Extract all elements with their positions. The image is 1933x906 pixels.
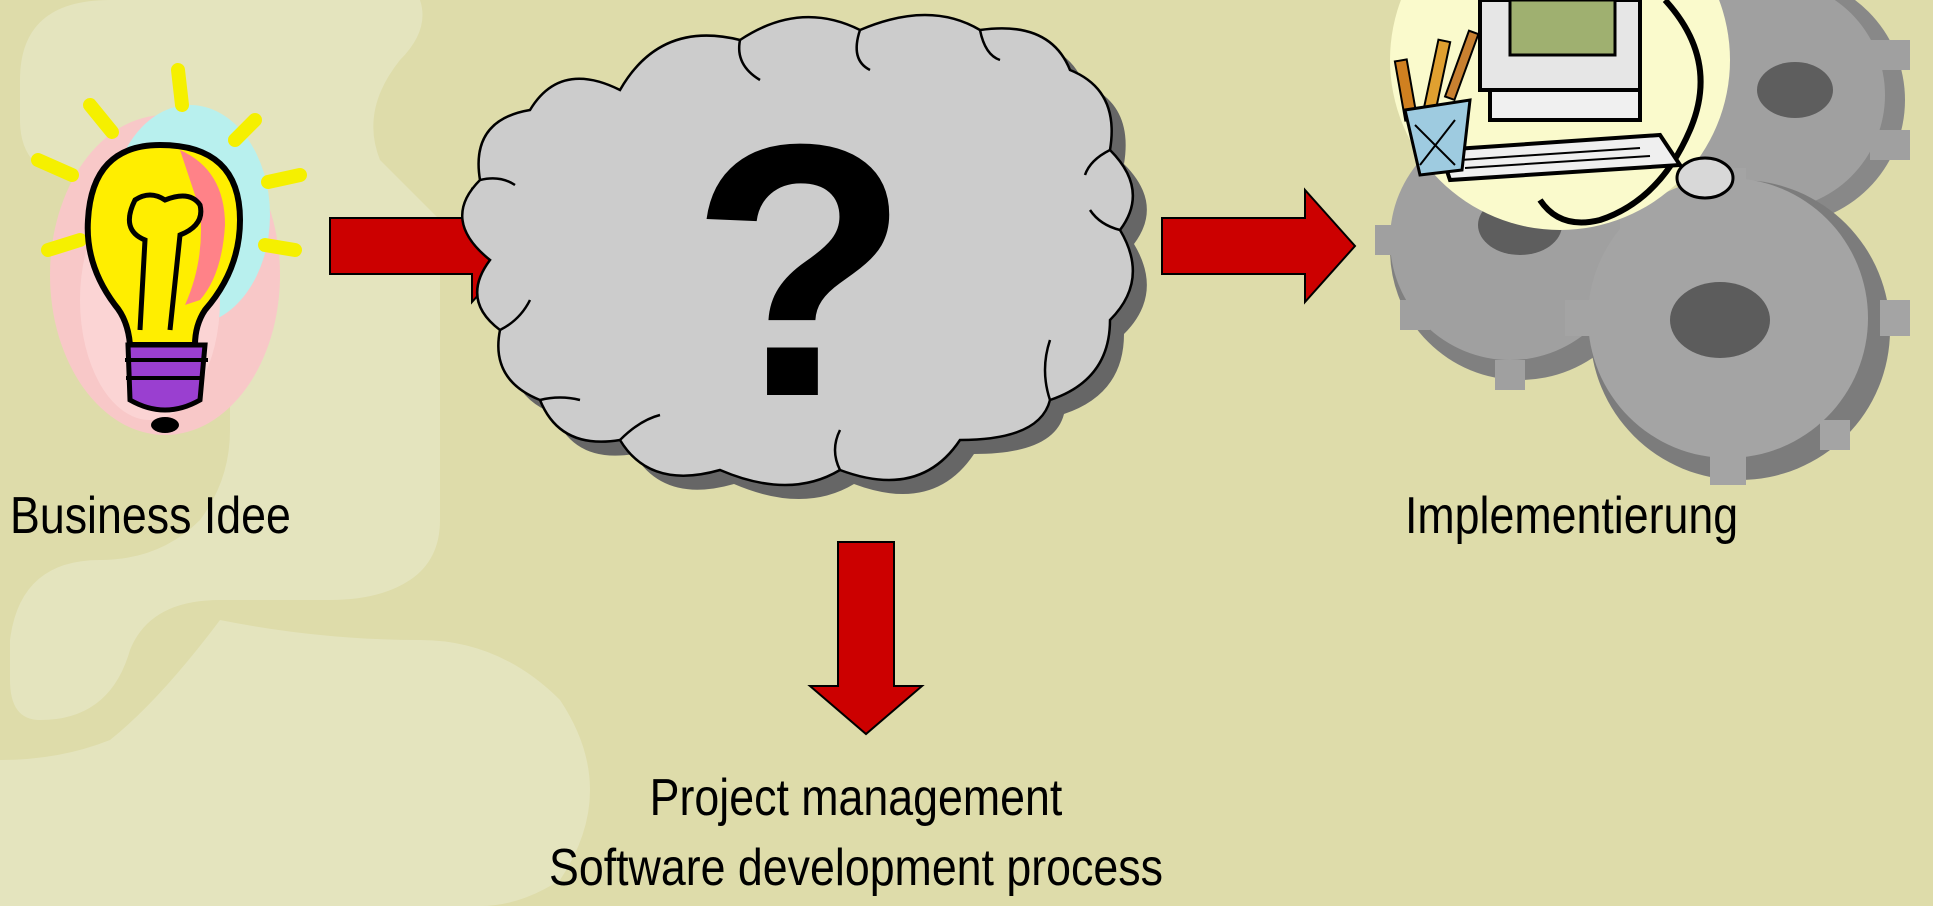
- question-mark: ?: [690, 70, 910, 472]
- mouse: [1675, 156, 1735, 200]
- bottom-label-line-1: Project management: [649, 769, 1063, 827]
- start-label: Business Idee: [10, 487, 291, 545]
- arrow-down: [807, 541, 925, 736]
- end-label: Implementierung: [1405, 487, 1739, 545]
- computer-gears-icon: [1375, 0, 1910, 485]
- arrow-right-2: [1161, 187, 1357, 305]
- bottom-label-line-2: Software development process: [549, 839, 1163, 897]
- light-bulb-icon: [31, 63, 307, 435]
- pencil-cup: [1393, 29, 1480, 177]
- question-cloud-icon: ?: [460, 13, 1147, 499]
- gear-icon: [1565, 168, 1910, 485]
